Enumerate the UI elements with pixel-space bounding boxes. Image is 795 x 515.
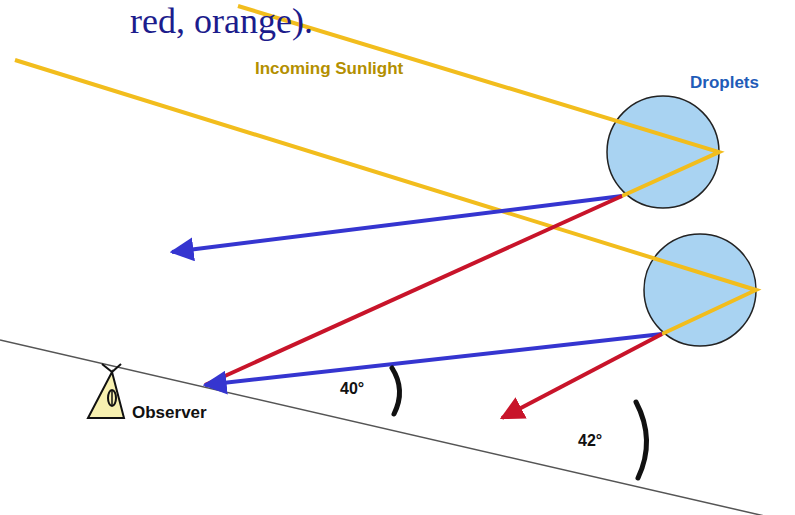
ground-line (0, 340, 795, 515)
angle-label: 42° (578, 432, 602, 450)
angle-label: 40° (340, 380, 364, 398)
droplet (607, 96, 719, 208)
blue-ray (205, 334, 662, 385)
blue-ray (172, 196, 622, 252)
sun-ray (15, 60, 756, 334)
observer-icon (88, 364, 124, 418)
observer-label: Observer (132, 404, 207, 423)
red-ray (205, 196, 622, 385)
sunlight-label: Incoming Sunlight (255, 60, 403, 79)
droplets-label: Droplets (690, 74, 759, 93)
droplet (644, 234, 756, 346)
angle-bracket (636, 402, 647, 478)
angle-bracket (392, 368, 400, 414)
heading-fragment: red, orange). (130, 2, 313, 42)
